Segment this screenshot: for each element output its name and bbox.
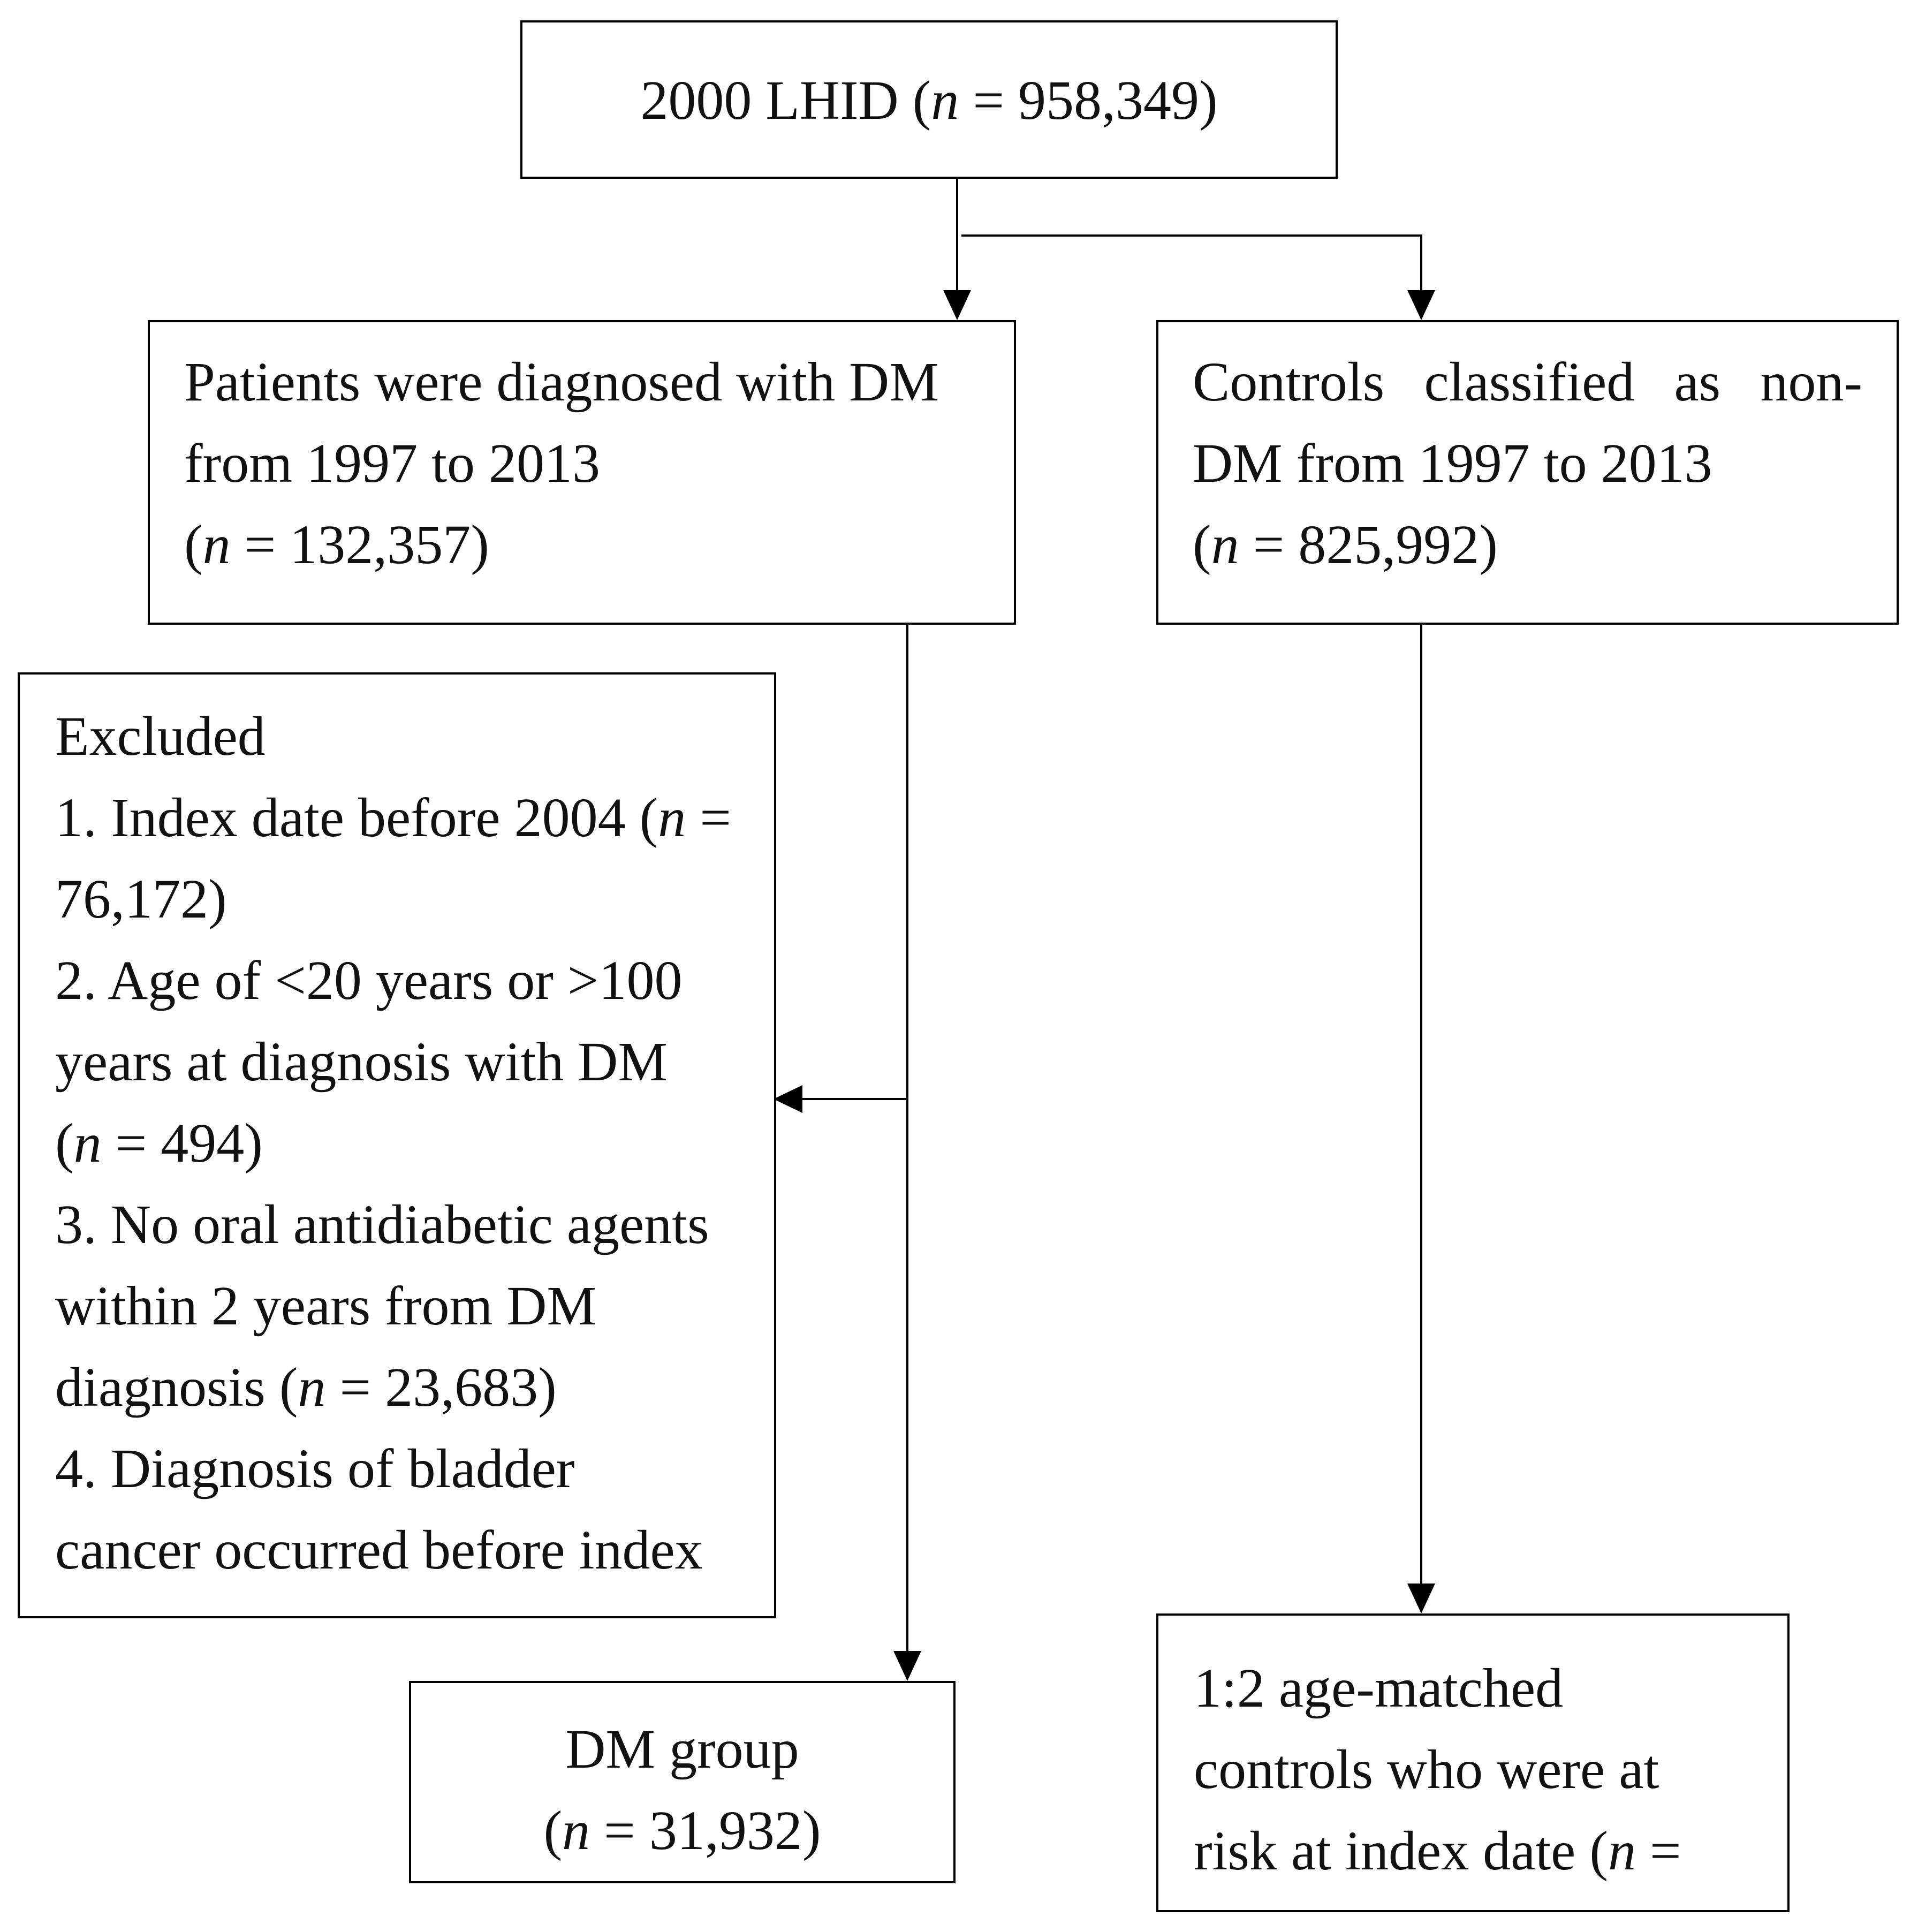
dm-group-title: DM group (565, 1718, 799, 1780)
dm-patients-line2: from 1997 to 2013 (184, 433, 601, 494)
excluded-box: Excluded 1. Index date before 2004 (n = … (18, 672, 776, 1618)
arrowhead-matched (1407, 1584, 1435, 1613)
excluded-item2-count: (n = 494) (55, 1112, 263, 1174)
excluded-item3-cont: within 2 years from DM (55, 1275, 596, 1337)
excluded-item2: 2. Age of <20 years or >100 (55, 950, 683, 1011)
dm-group-box: DM group (n = 31,932) (409, 1681, 956, 1883)
dm-patients-box: Patients were diagnosed with DM from 199… (148, 320, 1016, 625)
matched-controls-line3: risk at index date (n = (1194, 1820, 1681, 1882)
source-box: 2000 LHID (n = 958,349) (520, 20, 1338, 179)
arrowhead-dm (943, 290, 971, 320)
controls-line1: Controls classified as non- (1193, 351, 1862, 413)
excluded-item3: 3. No oral antidiabetic agents (55, 1194, 709, 1255)
excluded-item4-cont: cancer occurred before index (55, 1519, 703, 1581)
excluded-title: Excluded (55, 706, 266, 767)
dm-patients-line1: Patients were diagnosed with DM (184, 351, 939, 413)
matched-controls-box: 1:2 age-matched controls who were at ris… (1156, 1613, 1790, 1912)
excluded-item3-count: diagnosis (n = 23,683) (55, 1357, 557, 1418)
arrowhead-controls (1407, 290, 1435, 320)
excluded-item1-count: 76,172) (55, 868, 227, 930)
dm-group-count: (n = 31,932) (543, 1800, 821, 1861)
connector-source-to-controls (961, 234, 1422, 300)
arrowhead-excluded (774, 1085, 802, 1113)
arrowhead-dm-group (893, 1651, 921, 1681)
excluded-item4: 4. Diagnosis of bladder (55, 1438, 575, 1499)
matched-controls-line1: 1:2 age-matched (1194, 1657, 1564, 1719)
dm-patients-count: (n = 132,357) (184, 514, 489, 575)
source-label: 2000 LHID (n = 958,349) (640, 70, 1218, 131)
controls-line2: DM from 1997 to 2013 (1193, 433, 1712, 494)
excluded-item2-cont: years at diagnosis with DM (55, 1031, 668, 1093)
matched-controls-line2: controls who were at (1194, 1739, 1659, 1800)
controls-count: (n = 825,992) (1193, 514, 1498, 575)
controls-box: Controls classified as non- DM from 1997… (1156, 320, 1899, 625)
excluded-item1: 1. Index date before 2004 (n = (55, 787, 731, 848)
